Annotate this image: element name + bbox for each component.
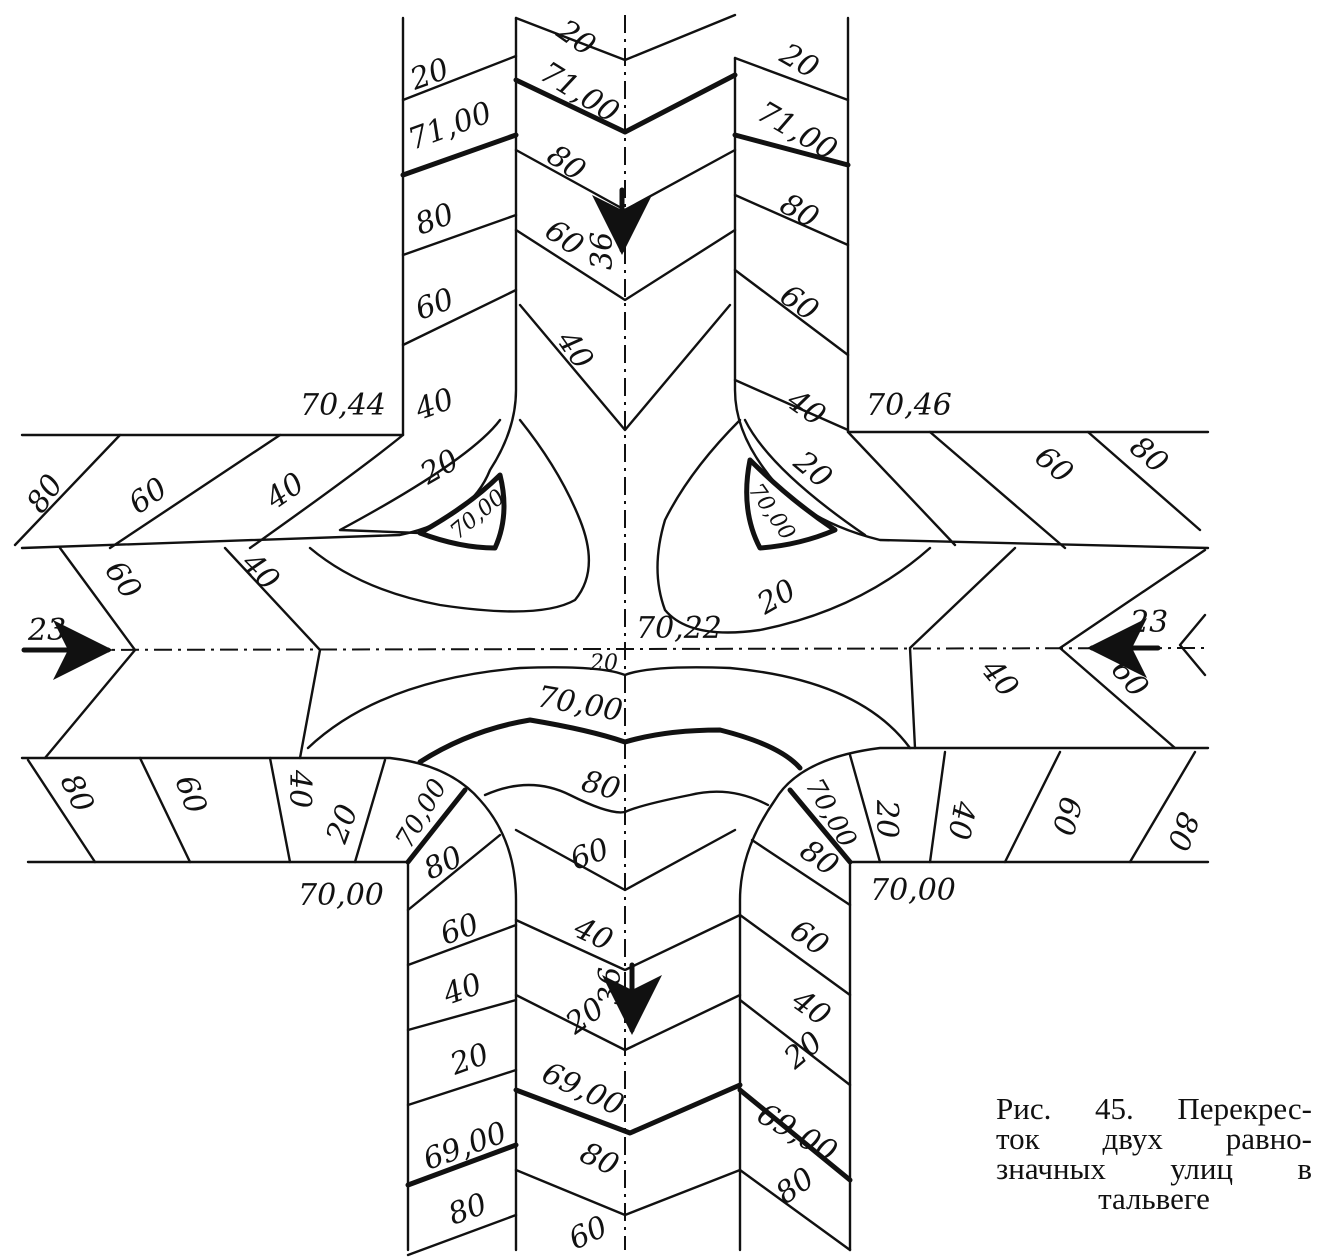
label: 80 (419, 839, 468, 887)
label: 20 (786, 444, 839, 496)
label: 40 (568, 910, 618, 958)
label: 40 (410, 382, 459, 428)
label: 80 (20, 468, 71, 519)
upper-sidewalk-contours (13, 418, 1202, 551)
label: 80 (411, 197, 459, 243)
label: 20 (777, 1025, 830, 1077)
caption-line: Рис. 45. Перекрес- (996, 1091, 1312, 1126)
label: 20 (319, 800, 365, 849)
label: 80 (1159, 807, 1205, 855)
label: 60 (1044, 793, 1088, 839)
label: 40 (549, 324, 600, 376)
label: 69,00 (419, 1115, 512, 1177)
label: 70,00 (870, 873, 956, 908)
label: 20 (751, 573, 802, 623)
label: 60 (436, 907, 484, 953)
label: 80 (575, 1136, 624, 1184)
label: 60 (123, 471, 174, 522)
street-outlines (20, 16, 1210, 1252)
label: 20 (414, 443, 465, 493)
contour-labels: 20 71,00 80 36 60 40 20 71,00 80 60 40 2… (20, 12, 1205, 1257)
lower-sidewalk-contours (26, 750, 1197, 865)
label: 23 (1129, 605, 1168, 640)
label: 40 (785, 982, 837, 1033)
label: 70,22 (636, 611, 722, 646)
carriageway-contours (43, 418, 1207, 814)
label: 70,44 (300, 388, 386, 423)
label: 71,00 (534, 55, 625, 130)
label: 60 (538, 213, 589, 264)
label: 80 (770, 1161, 821, 1212)
label: 71,00 (751, 95, 843, 168)
label: 36 (585, 232, 620, 270)
label: 69,00 (751, 1097, 843, 1170)
label: 60 (167, 771, 213, 819)
label: 40 (973, 652, 1025, 705)
caption-line: значных улиц в (996, 1151, 1312, 1186)
label: 60 (773, 278, 824, 329)
label: 20 (869, 799, 904, 838)
label: 40 (780, 382, 832, 433)
caption-line: ток двух равно- (996, 1121, 1312, 1156)
label: 20 (550, 12, 602, 63)
label: 40 (234, 545, 286, 597)
label: 60 (97, 555, 148, 606)
label: 20 (405, 52, 454, 98)
label: 70,46 (866, 388, 952, 423)
label: 40 (438, 967, 487, 1013)
label: 60 (566, 832, 614, 878)
figure-caption: Рис. 45. Перекрес- ток двух равно- значн… (996, 1091, 1312, 1216)
label: 40 (282, 769, 317, 808)
flow-arrows (21, 187, 1207, 1035)
label: 20 (445, 1037, 494, 1083)
label: 80 (540, 138, 591, 189)
north-street-contours (400, 13, 851, 432)
label: 40 (940, 798, 981, 843)
label: 60 (1028, 439, 1080, 490)
label: 60 (1104, 653, 1155, 705)
label: 60 (564, 1209, 613, 1257)
label: 80 (1123, 429, 1175, 480)
label: 20 (589, 651, 618, 676)
axis-lines (21, 15, 1209, 1250)
caption-line: тальвеге (1098, 1181, 1210, 1216)
label: 80 (774, 187, 825, 236)
label: 20 (773, 36, 824, 86)
label: 70,00 (298, 878, 384, 913)
label: 23 (27, 613, 66, 648)
label: 36 (593, 967, 628, 1005)
south-street-contours (405, 828, 853, 1257)
label: 60 (783, 913, 834, 964)
